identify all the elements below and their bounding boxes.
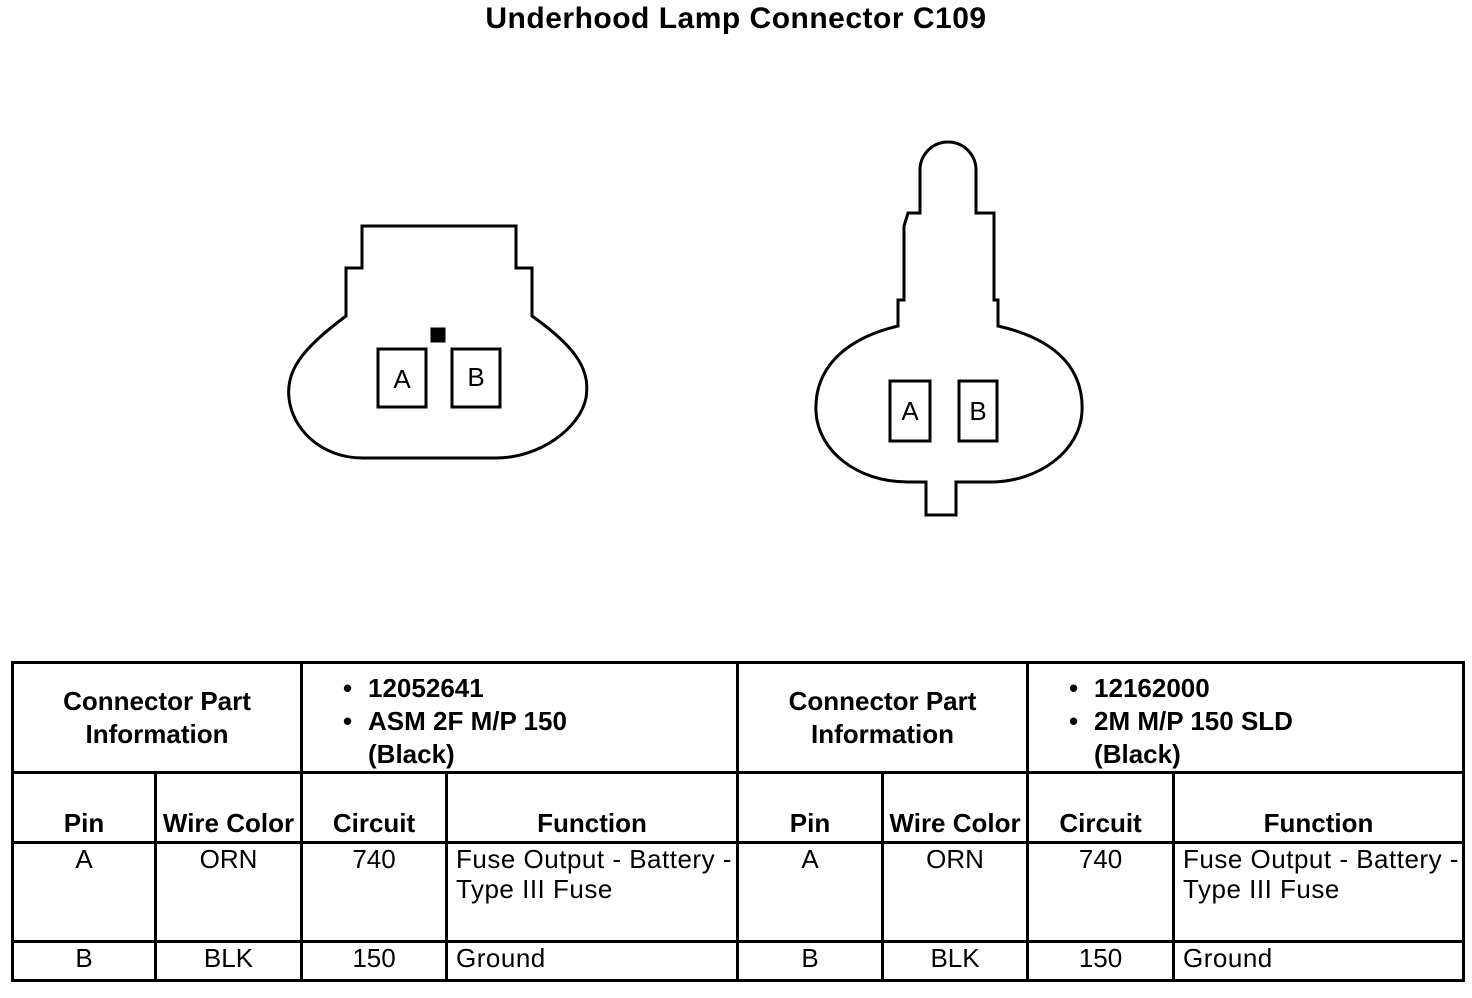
connector-part-info-left: 12052641 ASM 2F M/P 150 (Black) — [300, 661, 740, 774]
wire-color-cell: BLK — [153, 940, 304, 982]
function-cell: Ground — [445, 940, 740, 982]
col-header-wire-color: Wire Color — [153, 771, 304, 844]
circuit-cell: 740 — [300, 841, 449, 943]
pin-cell: B — [11, 940, 157, 982]
wire-color-cell: ORN — [881, 841, 1030, 943]
connector-right-body — [814, 140, 1084, 517]
col-header-circuit: Circuit — [300, 771, 449, 844]
column-header-row: Pin Wire Color Circuit Function Pin Wire… — [11, 771, 1466, 844]
part-color-right: (Black) — [1094, 739, 1181, 769]
circuit-cell: 150 — [1026, 940, 1176, 982]
connector-right-pin-a-cavity — [888, 379, 932, 443]
connector-left-pin-a-label: A — [393, 364, 411, 394]
connector-part-info-right: 12162000 2M M/P 150 SLD (Black) — [1026, 661, 1466, 774]
col-header-function: Function — [445, 771, 740, 844]
connector-part-info-label-right: Connector Part Information — [736, 661, 1030, 774]
connector-right — [814, 140, 1084, 517]
pin-cell: B — [736, 940, 885, 982]
connector-diagrams: A B A B — [287, 140, 1084, 517]
function-cell: Ground — [1172, 940, 1466, 982]
connector-right-pin-a-label: A — [901, 396, 919, 426]
connector-left-key — [430, 327, 446, 343]
function-cell: Fuse Output - Battery - Type III Fuse — [1172, 841, 1466, 943]
part-info-row: Connector Part Information 12052641 ASM … — [10, 661, 1466, 774]
connector-part-info-label-left: Connector Part Information — [10, 661, 304, 774]
col-header-function: Function — [1172, 771, 1466, 844]
circuit-cell: 150 — [300, 940, 449, 982]
part-description-left: ASM 2F M/P 150 — [343, 705, 736, 738]
pin-cell: A — [11, 841, 157, 943]
part-number-right: 12162000 — [1069, 672, 1462, 705]
col-header-pin: Pin — [11, 771, 157, 844]
diagram-title: Underhood Lamp Connector C109 — [485, 2, 987, 35]
table-row: B BLK 150 Ground B BLK 150 Ground — [11, 940, 1466, 982]
connector-info-table: Connector Part Information 12052641 ASM … — [10, 661, 1466, 982]
function-cell: Fuse Output - Battery - Type III Fuse — [445, 841, 740, 943]
part-color-left: (Black) — [368, 739, 455, 769]
pin-cell: A — [736, 841, 885, 943]
connector-right-pin-b-label: B — [969, 396, 986, 426]
circuit-cell: 740 — [1026, 841, 1176, 943]
connector-left-pin-b-cavity — [450, 347, 502, 409]
connector-right-pin-b-cavity — [957, 379, 999, 443]
part-number-left: 12052641 — [343, 672, 736, 705]
col-header-circuit: Circuit — [1026, 771, 1176, 844]
connector-left-body — [287, 224, 589, 460]
connector-left — [287, 224, 589, 460]
col-header-wire-color: Wire Color — [881, 771, 1030, 844]
connector-left-pin-b-label: B — [467, 362, 484, 392]
wire-color-cell: ORN — [153, 841, 304, 943]
table-row: A ORN 740 Fuse Output - Battery - Type I… — [11, 841, 1466, 943]
connector-left-pin-a-cavity — [376, 347, 428, 409]
col-header-pin: Pin — [736, 771, 885, 844]
part-description-right: 2M M/P 150 SLD — [1069, 705, 1462, 738]
wire-color-cell: BLK — [881, 940, 1030, 982]
